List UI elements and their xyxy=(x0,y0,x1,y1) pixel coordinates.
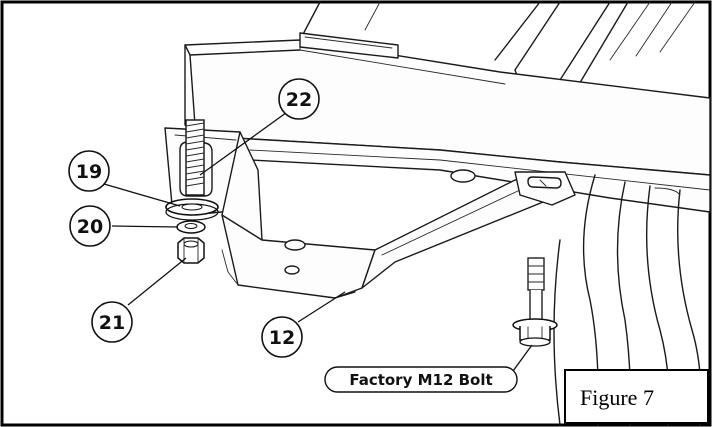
callout-21: 21 xyxy=(91,301,133,343)
label-pill xyxy=(324,366,518,393)
callout-label: 22 xyxy=(286,89,312,111)
vehicle-frame xyxy=(184,1,711,213)
factory-bolt-label-text: Factory M12 Bolt xyxy=(349,371,492,389)
callout-20: 20 xyxy=(69,205,111,247)
callout-label: 21 xyxy=(99,312,125,334)
callout-bubble xyxy=(69,205,111,247)
figure-label: Figure 7 xyxy=(580,385,654,410)
callout-bubble xyxy=(261,316,303,358)
lock-washer-20 xyxy=(176,220,206,234)
factory-m12-bolt xyxy=(512,257,558,347)
figure-label-box: Figure 7 xyxy=(564,369,709,424)
callout-bubble xyxy=(278,78,320,120)
callout-19: 19 xyxy=(68,150,110,192)
bolt-22 xyxy=(185,119,205,196)
washer-19 xyxy=(165,198,219,221)
figure-box xyxy=(564,369,709,424)
factory-bolt-label: Factory M12 Bolt xyxy=(324,366,518,393)
callout-label: 20 xyxy=(77,216,103,238)
nut-21 xyxy=(177,237,205,264)
callout-label: 19 xyxy=(76,161,102,183)
callout-bubble xyxy=(91,301,133,343)
hardware-stack xyxy=(165,119,219,264)
callout-12: 12 xyxy=(261,316,303,358)
callout-bubble xyxy=(68,150,110,192)
callout-label: 12 xyxy=(269,327,295,349)
callout-22: 22 xyxy=(278,78,320,120)
